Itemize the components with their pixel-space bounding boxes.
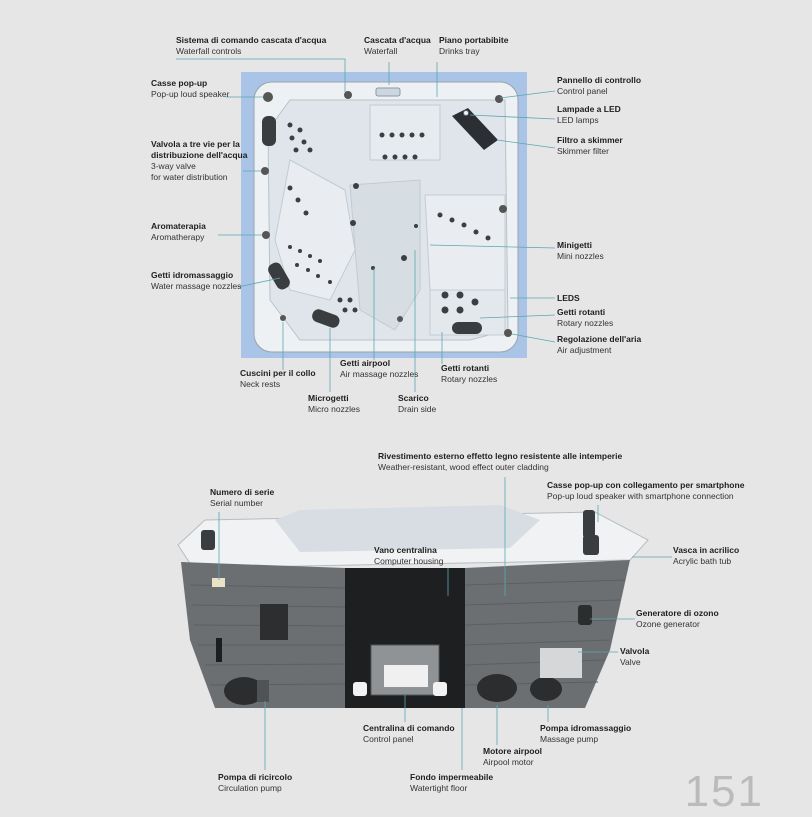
label-watertight-floor: Fondo impermeabile Watertight floor	[410, 772, 494, 793]
seat-center	[349, 179, 421, 331]
label-valve: Valvola Valve	[620, 646, 650, 667]
label-led-lamps: Lampade a LED LED lamps	[557, 104, 621, 125]
led-lamp	[463, 110, 469, 116]
label-neck-rests: Cuscini per il collo Neck rests	[240, 368, 316, 389]
neck-rest-4	[452, 322, 482, 334]
label-drain: Scarico Drain side	[398, 393, 437, 414]
label-skimmer: Filtro a skimmer Skimmer filter	[557, 135, 623, 156]
label-mini-nozzles: Minigetti Mini nozzles	[557, 240, 604, 261]
neck-rest-1	[262, 116, 276, 146]
bottom-leader-lines	[218, 477, 672, 770]
top-leader-lines	[176, 58, 556, 392]
skimmer-filter	[452, 108, 498, 150]
cladding-right	[465, 560, 630, 708]
airpool-motor-body	[477, 674, 517, 702]
air-adjust-fitting	[504, 329, 512, 337]
label-leds: LEDS	[557, 293, 580, 303]
label-cladding: Rivestimento esterno effetto legno resis…	[378, 451, 623, 472]
speaker-smartphone	[583, 535, 599, 555]
serial-label	[212, 578, 225, 587]
circulation-pump-head	[257, 680, 269, 702]
speaker-post	[583, 510, 595, 538]
neck-rest-2	[268, 262, 290, 290]
label-aromatherapy: Aromaterapia Aromatherapy	[151, 221, 206, 242]
label-micro: Microgetti Micro nozzles	[308, 393, 360, 414]
label-control-unit: Centralina di comando Control panel	[363, 723, 455, 744]
service-door	[260, 604, 288, 640]
page-number: 151	[684, 767, 764, 816]
label-popup-speaker: Casse pop-up Pop-up loud speaker	[151, 78, 230, 99]
aromatherapy-fitting	[262, 231, 270, 239]
massage-pump-body	[530, 677, 562, 701]
waterfall	[375, 87, 401, 97]
tub-interior-side	[275, 505, 540, 552]
label-three-way-valve: Valvola a tre vie per la distribuzione d…	[151, 139, 248, 182]
drain-fitting	[397, 316, 403, 322]
neck-rest-3	[312, 309, 340, 328]
connector-1	[353, 682, 367, 696]
control-panel-fitting	[495, 95, 503, 103]
label-serial: Numero di serie Serial number	[210, 487, 275, 508]
label-airpool-motor: Motore airpool Airpool motor	[483, 746, 543, 767]
waterfall-control	[344, 91, 352, 99]
aux-fitting	[499, 205, 507, 213]
ozone-generator	[578, 605, 592, 625]
label-computer-housing: Vano centralina Computer housing	[374, 545, 444, 566]
label-airpool: Getti airpool Air massage nozzles	[340, 358, 419, 379]
side-vent	[216, 638, 222, 662]
label-acrylic-tub: Vasca in acrilico Acrylic bath tub	[673, 545, 740, 566]
label-circulation-pump: Pompa di ricircolo Circulation pump	[218, 772, 293, 793]
control-unit-label	[384, 665, 428, 687]
speaker-left-side	[201, 530, 215, 550]
valve-assembly	[540, 648, 582, 678]
label-waterfall: Cascata d'acqua Waterfall	[364, 35, 431, 56]
label-smart-speaker: Casse pop-up con collegamento per smartp…	[547, 480, 745, 501]
seat-top	[369, 104, 441, 161]
label-waterfall-controls: Sistema di comando cascata d'acqua Water…	[176, 35, 327, 56]
fitting-bl	[280, 315, 286, 321]
label-control-panel: Pannello di controllo Control panel	[557, 75, 642, 96]
label-air-adjustment: Regolazione dell'aria Air adjustment	[557, 334, 642, 355]
seat-right	[424, 194, 506, 291]
label-massage-pump: Pompa idromassaggio Massage pump	[540, 723, 632, 744]
three-way-valve-fitting	[261, 167, 269, 175]
label-water-massage: Getti idromassaggio Water massage nozzle…	[151, 270, 242, 291]
label-rotary-bottom: Getti rotanti Rotary nozzles	[441, 363, 498, 384]
label-rotary-right: Getti rotanti Rotary nozzles	[557, 307, 614, 328]
label-ozone: Generatore di ozono Ozone generator	[636, 608, 719, 629]
speaker-left	[263, 92, 273, 102]
label-drinks-tray: Piano portabibite Drinks tray	[439, 35, 509, 56]
connector-2	[433, 682, 447, 696]
circulation-pump-body	[224, 677, 264, 705]
